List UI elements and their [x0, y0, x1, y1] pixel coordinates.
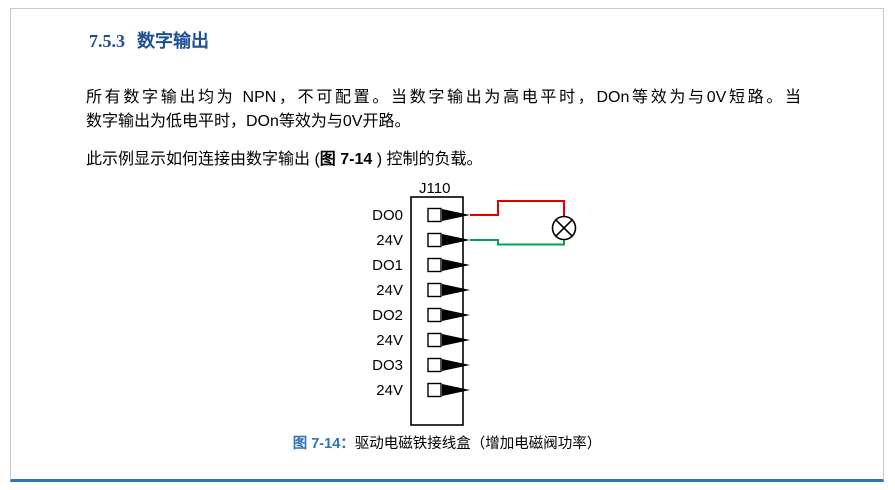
pin-label: 24V: [376, 232, 403, 249]
pin-label: 24V: [376, 282, 403, 299]
connector-label: J110: [419, 180, 450, 197]
paragraph-text: ) 控制的负载。: [372, 151, 483, 168]
body-paragraph-2: 此示例显示如何连接由数字输出 (图 7-14 ) 控制的负载。: [86, 148, 483, 172]
figure-caption: 图 7-14：驱动电磁铁接线盒（增加电磁阀功率）: [11, 434, 883, 454]
pin-contact-square: [427, 357, 442, 373]
body-paragraph-1: 所有数字输出均为 NPN，不可配置。当数字输出为高电平时，DOn等效为与0V短路…: [86, 86, 801, 134]
paragraph-text: 此示例显示如何连接由数字输出 (: [86, 151, 320, 168]
24v-return-wire: [470, 239, 565, 246]
pin-arrow-icon: [442, 359, 470, 371]
pin-contact-square: [427, 382, 442, 398]
pin-arrow-icon: [442, 384, 470, 396]
pin-contact-square: [427, 232, 442, 248]
section-title: 数字输出: [137, 31, 209, 51]
pin-arrow-icon: [442, 209, 470, 221]
pin-arrow-icon: [442, 334, 470, 346]
section-heading: 7.5.3 数字输出: [89, 29, 209, 53]
pin-arrow-icon: [442, 284, 470, 296]
do0-signal-wire: [470, 200, 565, 217]
figure-caption-text: 驱动电磁铁接线盒（增加电磁阀功率）: [354, 436, 602, 452]
pin-arrow-icon: [442, 259, 470, 271]
pin-label: 24V: [376, 382, 403, 399]
pin-label: DO2: [372, 307, 403, 324]
paragraph-line: 所有数字输出均为 NPN，不可配置。当数字输出为高电平时，DOn等效为与0V短路…: [86, 89, 801, 106]
lamp-icon: [551, 215, 577, 241]
figure-reference: 图 7-14: [319, 151, 373, 168]
pin-contact-square: [427, 307, 442, 323]
figure-7-14-diagram: J110 DO0 24V DO1 24V DO2 24V DO3 24V: [341, 171, 601, 433]
pin-label: 24V: [376, 332, 403, 349]
lamp-cross-line: [555, 219, 573, 237]
pin-contact-square: [427, 257, 442, 273]
connector-pins: DO0 24V DO1 24V DO2 24V DO3 24V: [372, 207, 470, 399]
pin-contact-square: [427, 207, 442, 223]
wiring-diagram: J110 DO0 24V DO1 24V DO2 24V DO3 24V: [372, 180, 577, 426]
paragraph-line: 数字输出为低电平时，DOn等效为与0V开路。: [86, 113, 411, 130]
pin-label: DO3: [372, 357, 403, 374]
figure-caption-label: 图 7-14：: [292, 436, 355, 452]
section-number: 7.5.3: [89, 31, 125, 51]
pin-label: DO0: [372, 207, 403, 224]
pin-contact-square: [427, 282, 442, 298]
pin-contact-square: [427, 332, 442, 348]
pin-arrow-icon: [442, 234, 470, 246]
document-page: 7.5.3 数字输出 所有数字输出均为 NPN，不可配置。当数字输出为高电平时，D…: [10, 8, 884, 482]
pin-arrow-icon: [442, 309, 470, 321]
pin-label: DO1: [372, 257, 403, 274]
